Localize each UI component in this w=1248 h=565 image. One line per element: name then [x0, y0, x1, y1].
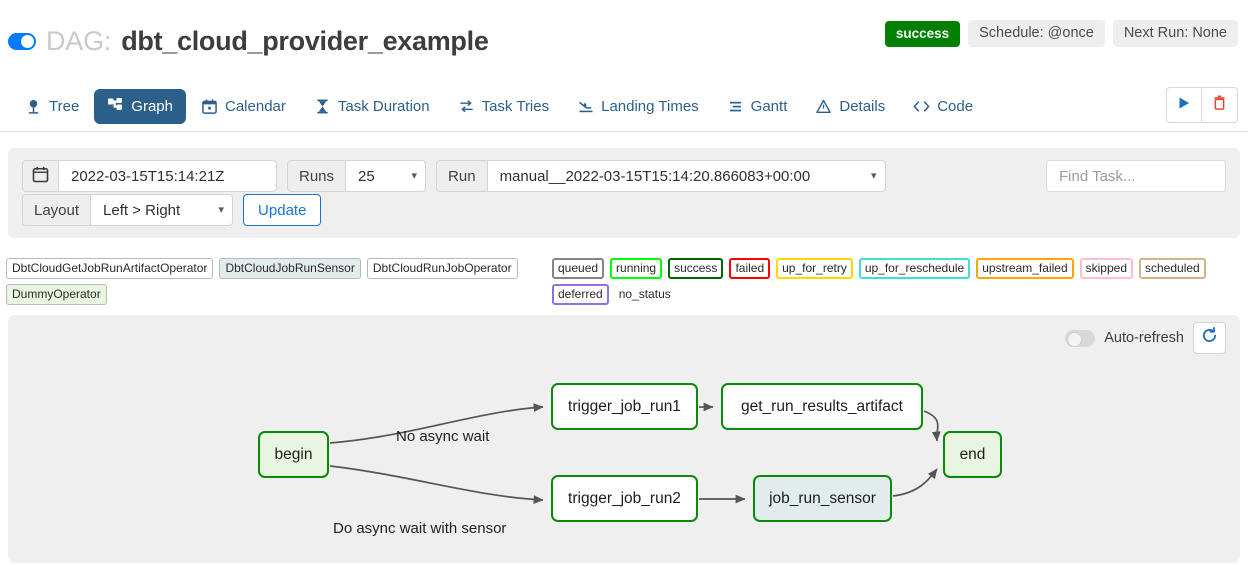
status-legend-chip[interactable]: skipped — [1079, 258, 1133, 279]
operator-legend-chip[interactable]: DbtCloudRunJobOperator — [366, 258, 518, 279]
dag-pause-toggle[interactable] — [8, 33, 36, 50]
tab-details[interactable]: Details — [802, 89, 898, 124]
graph-node-job_run_sensor[interactable]: job_run_sensor — [753, 475, 892, 522]
tab-task-duration[interactable]: Task Duration — [301, 89, 443, 124]
run-label: Run — [436, 160, 488, 192]
status-legend-chip[interactable]: up_for_reschedule — [858, 258, 971, 279]
operator-legend-chip[interactable]: DbtCloudGetJobRunArtifactOperator — [6, 258, 214, 279]
triangle-alert-icon — [815, 98, 832, 115]
graph-node-get_run_results_artifact[interactable]: get_run_results_artifact — [721, 383, 923, 430]
tab-code[interactable]: Code — [900, 89, 986, 124]
hourglass-icon — [314, 98, 331, 115]
num-runs-select[interactable]: 25 ▾ — [346, 160, 427, 192]
tab-task-tries[interactable]: Task Tries — [445, 89, 563, 124]
operator-legend-chip[interactable]: DbtCloudJobRunSensor — [219, 258, 361, 279]
tab-label: Task Tries — [481, 97, 550, 115]
tab-label: Calendar — [225, 97, 286, 115]
layout-label: Layout — [22, 194, 92, 226]
status-legend-chip[interactable]: scheduled — [1139, 258, 1206, 279]
page-header: DAG: dbt_cloud_provider_example success … — [0, 0, 1248, 70]
next-run-badge: Next Run: None — [1112, 20, 1238, 47]
code-icon — [913, 98, 930, 115]
calendar-icon — [32, 166, 49, 187]
header-badges: success Schedule: @once Next Run: None — [884, 20, 1238, 47]
schedule-badge[interactable]: Schedule: @once — [968, 20, 1105, 47]
graph-node-trigger_job_run1[interactable]: trigger_job_run1 — [551, 383, 698, 430]
runs-label: Runs — [287, 160, 347, 192]
status-legend-chip[interactable]: up_for_retry — [776, 258, 853, 279]
graph-node-end[interactable]: end — [943, 431, 1002, 478]
delete-dag-button[interactable] — [1202, 87, 1238, 123]
status-legend-chip[interactable]: upstream_failed — [976, 258, 1074, 279]
view-tabbar: Tree Graph Calendar Task Duration Task T — [0, 80, 1248, 132]
graph-edge-label: Do async wait with sensor — [333, 520, 507, 537]
num-runs-value: 25 — [358, 167, 375, 185]
status-legend-chip[interactable]: deferred — [552, 284, 609, 305]
tree-icon — [25, 98, 42, 115]
calendar-icon — [201, 98, 218, 115]
base-date-input[interactable]: 2022-03-15T15:14:21Z — [59, 160, 277, 192]
view-tabs: Tree Graph Calendar Task Duration Task T — [12, 80, 986, 132]
tab-label: Code — [937, 97, 974, 115]
auto-refresh-label: Auto-refresh — [1104, 330, 1184, 346]
base-date-calendar-button[interactable] — [22, 160, 59, 192]
graph-panel: Auto-refresh begin trigger_job_run1 get_ru… — [8, 315, 1240, 563]
dag-run-select[interactable]: manual__2022-03-15T15:14:20.866083+00:00… — [487, 160, 886, 192]
dag-title: DAG: dbt_cloud_provider_example — [8, 26, 489, 57]
tab-gantt[interactable]: Gantt — [714, 89, 801, 124]
status-badge: success — [884, 20, 961, 47]
chevron-down-icon: ▾ — [411, 169, 418, 182]
graph-icon — [107, 98, 124, 115]
gantt-icon — [727, 98, 744, 115]
layout-value: Left > Right — [103, 201, 181, 219]
chevron-down-icon: ▾ — [218, 203, 225, 216]
dag-name: dbt_cloud_provider_example — [121, 26, 489, 56]
filter-row-layout: Layout Left > Right ▾ Update — [22, 194, 322, 226]
tab-label: Graph — [131, 97, 173, 115]
status-legend-chip[interactable]: failed — [729, 258, 771, 279]
graph-edge-label: No async wait — [396, 428, 490, 445]
trigger-dag-button[interactable] — [1166, 87, 1202, 123]
tab-label: Task Duration — [337, 97, 430, 115]
filter-bar: 2022-03-15T15:14:21Z Runs 25 ▾ Run manua… — [8, 148, 1240, 238]
tab-calendar[interactable]: Calendar — [188, 89, 299, 124]
graph-edges — [329, 402, 941, 504]
update-button[interactable]: Update — [243, 194, 322, 226]
tab-label: Tree — [49, 97, 80, 115]
tab-landing-times[interactable]: Landing Times — [564, 89, 712, 124]
graph-node-trigger_job_run2[interactable]: trigger_job_run2 — [551, 475, 698, 522]
refresh-button[interactable] — [1193, 322, 1226, 354]
tab-graph[interactable]: Graph — [94, 88, 186, 124]
graph-node-begin[interactable]: begin — [258, 431, 329, 478]
dag-action-buttons — [1166, 87, 1238, 123]
landing-icon — [577, 98, 594, 115]
dag-label: DAG: — [46, 26, 112, 56]
trash-icon — [1212, 95, 1227, 115]
tab-label: Landing Times — [601, 97, 699, 115]
refresh-icon — [1201, 327, 1218, 349]
status-legend-chip[interactable]: no_status — [618, 287, 671, 301]
status-legend-chip[interactable]: queued — [552, 258, 605, 279]
status-legend-chip[interactable]: success — [668, 258, 724, 279]
retry-icon — [458, 98, 475, 115]
dag-run-value: manual__2022-03-15T15:14:20.866083+00:00 — [499, 167, 811, 185]
tab-tree[interactable]: Tree — [12, 89, 92, 124]
tab-label: Gantt — [750, 97, 788, 115]
find-task-input[interactable]: Find Task... — [1046, 160, 1226, 192]
layout-select[interactable]: Left > Right ▾ — [91, 194, 234, 226]
filter-row-primary: 2022-03-15T15:14:21Z Runs 25 ▾ Run manua… — [22, 160, 886, 192]
auto-refresh-toggle[interactable] — [1065, 329, 1096, 347]
chevron-down-icon: ▾ — [871, 169, 877, 182]
operator-legend-chip[interactable]: DummyOperator — [6, 284, 107, 305]
status-legend-chip[interactable]: running — [610, 258, 663, 279]
auto-refresh-controls: Auto-refresh — [1065, 322, 1226, 354]
play-icon — [1177, 96, 1191, 115]
tab-label: Details — [839, 97, 886, 115]
